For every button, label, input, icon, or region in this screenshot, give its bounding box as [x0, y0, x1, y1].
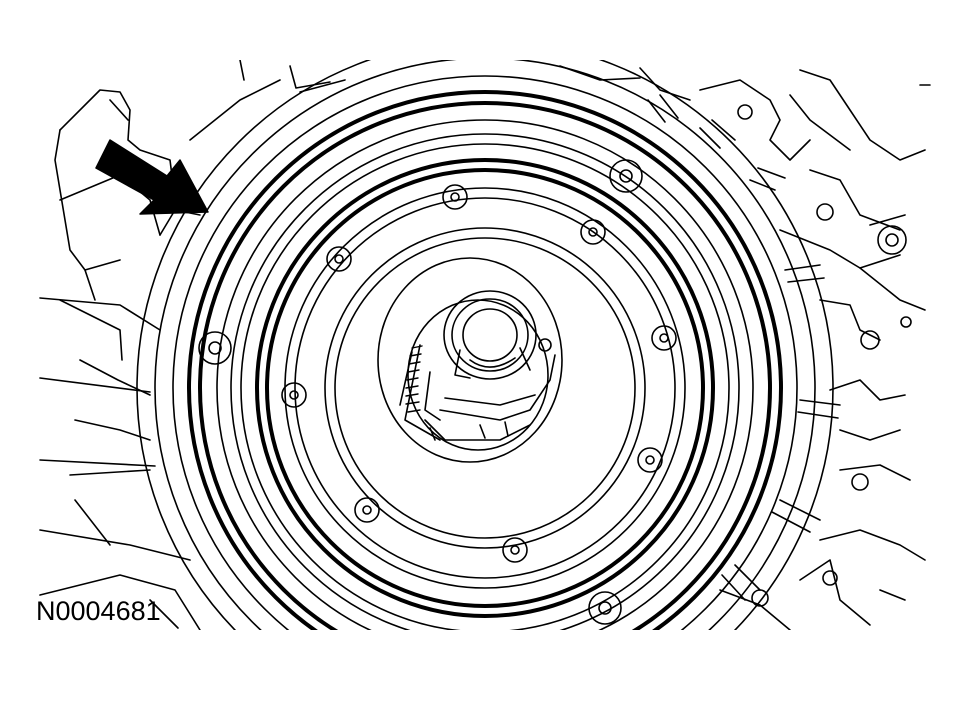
bolt-head-icon	[651, 325, 677, 351]
bolt-head-icon	[502, 537, 528, 563]
spline-teeth	[405, 345, 423, 413]
figure-reference-code: N0004681	[36, 596, 161, 626]
inner-seal-ring	[255, 158, 715, 618]
stator-hub	[377, 257, 563, 463]
bolt-head-icon	[442, 184, 468, 210]
bolt-head-icon	[326, 246, 352, 272]
bolt-head-icon	[198, 331, 232, 365]
pump-body-rings	[216, 119, 754, 630]
bolt-head-icon	[354, 497, 380, 523]
bolt-head-icon	[588, 591, 622, 625]
bolt-head-icon	[637, 447, 663, 473]
arrow-pointer-icon	[95, 139, 209, 215]
housing-outline-right	[699, 69, 931, 630]
bolt-head-icon	[281, 382, 307, 408]
housing-outline-top	[189, 60, 691, 141]
outer-bolts	[198, 159, 643, 625]
outer-seal-ring	[187, 90, 783, 630]
bolt-head-icon	[609, 159, 643, 193]
input-shaft-bore	[443, 290, 552, 380]
inner-bolt-circle	[281, 184, 677, 563]
bolt-head-icon	[580, 219, 606, 245]
outer-housing-rings	[136, 60, 834, 630]
